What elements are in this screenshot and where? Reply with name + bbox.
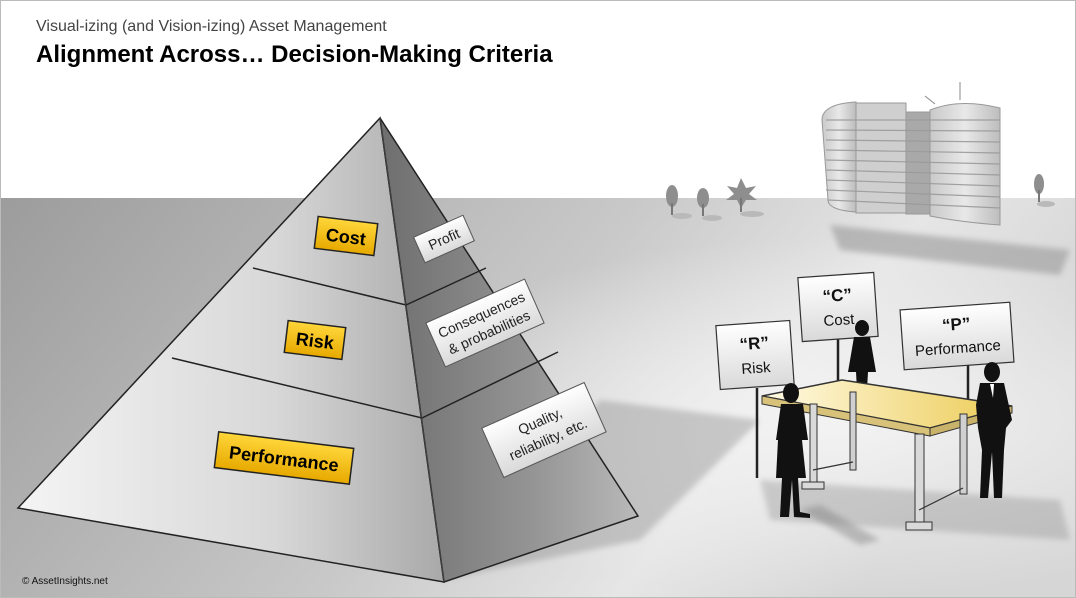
- sign-performance-word: Performance: [914, 337, 1001, 360]
- sign-cost-word: Cost: [823, 311, 856, 330]
- sign-cost: “C” Cost: [797, 271, 879, 343]
- person-man-right: [976, 362, 1012, 498]
- sign-cost-letter: “C”: [822, 285, 853, 306]
- sign-risk: “R” Risk: [715, 319, 795, 391]
- tree: [666, 185, 692, 219]
- sign-performance-letter: “P”: [941, 314, 971, 335]
- sign-risk-letter: “R”: [739, 333, 770, 354]
- person-woman-left: [776, 383, 810, 518]
- level-label-cost-text: Cost: [325, 225, 367, 250]
- pyramid-divider-lower: [171, 351, 559, 419]
- description-tag-profit: Profit: [412, 214, 476, 264]
- meeting-scene: “R” Risk “C” Cost “P” Performance: [715, 271, 1070, 545]
- copyright-notice: © AssetInsights.net: [22, 576, 108, 587]
- sign-performance: “P” Performance: [899, 301, 1015, 371]
- tree: [726, 178, 764, 217]
- slide-title: Alignment Across… Decision-Making Criter…: [36, 41, 553, 68]
- trees: [666, 174, 1055, 221]
- level-label-risk: Risk: [283, 319, 347, 361]
- level-label-performance: Performance: [213, 431, 355, 485]
- slide-subtitle: Visual-izing (and Vision-izing) Asset Ma…: [36, 18, 387, 35]
- level-label-risk-text: Risk: [295, 329, 336, 354]
- tree: [1034, 174, 1055, 207]
- level-label-cost: Cost: [313, 215, 379, 257]
- office-building: [821, 82, 1070, 275]
- person-woman-center: [848, 320, 876, 390]
- tree: [697, 188, 722, 221]
- sign-risk-word: Risk: [741, 359, 772, 378]
